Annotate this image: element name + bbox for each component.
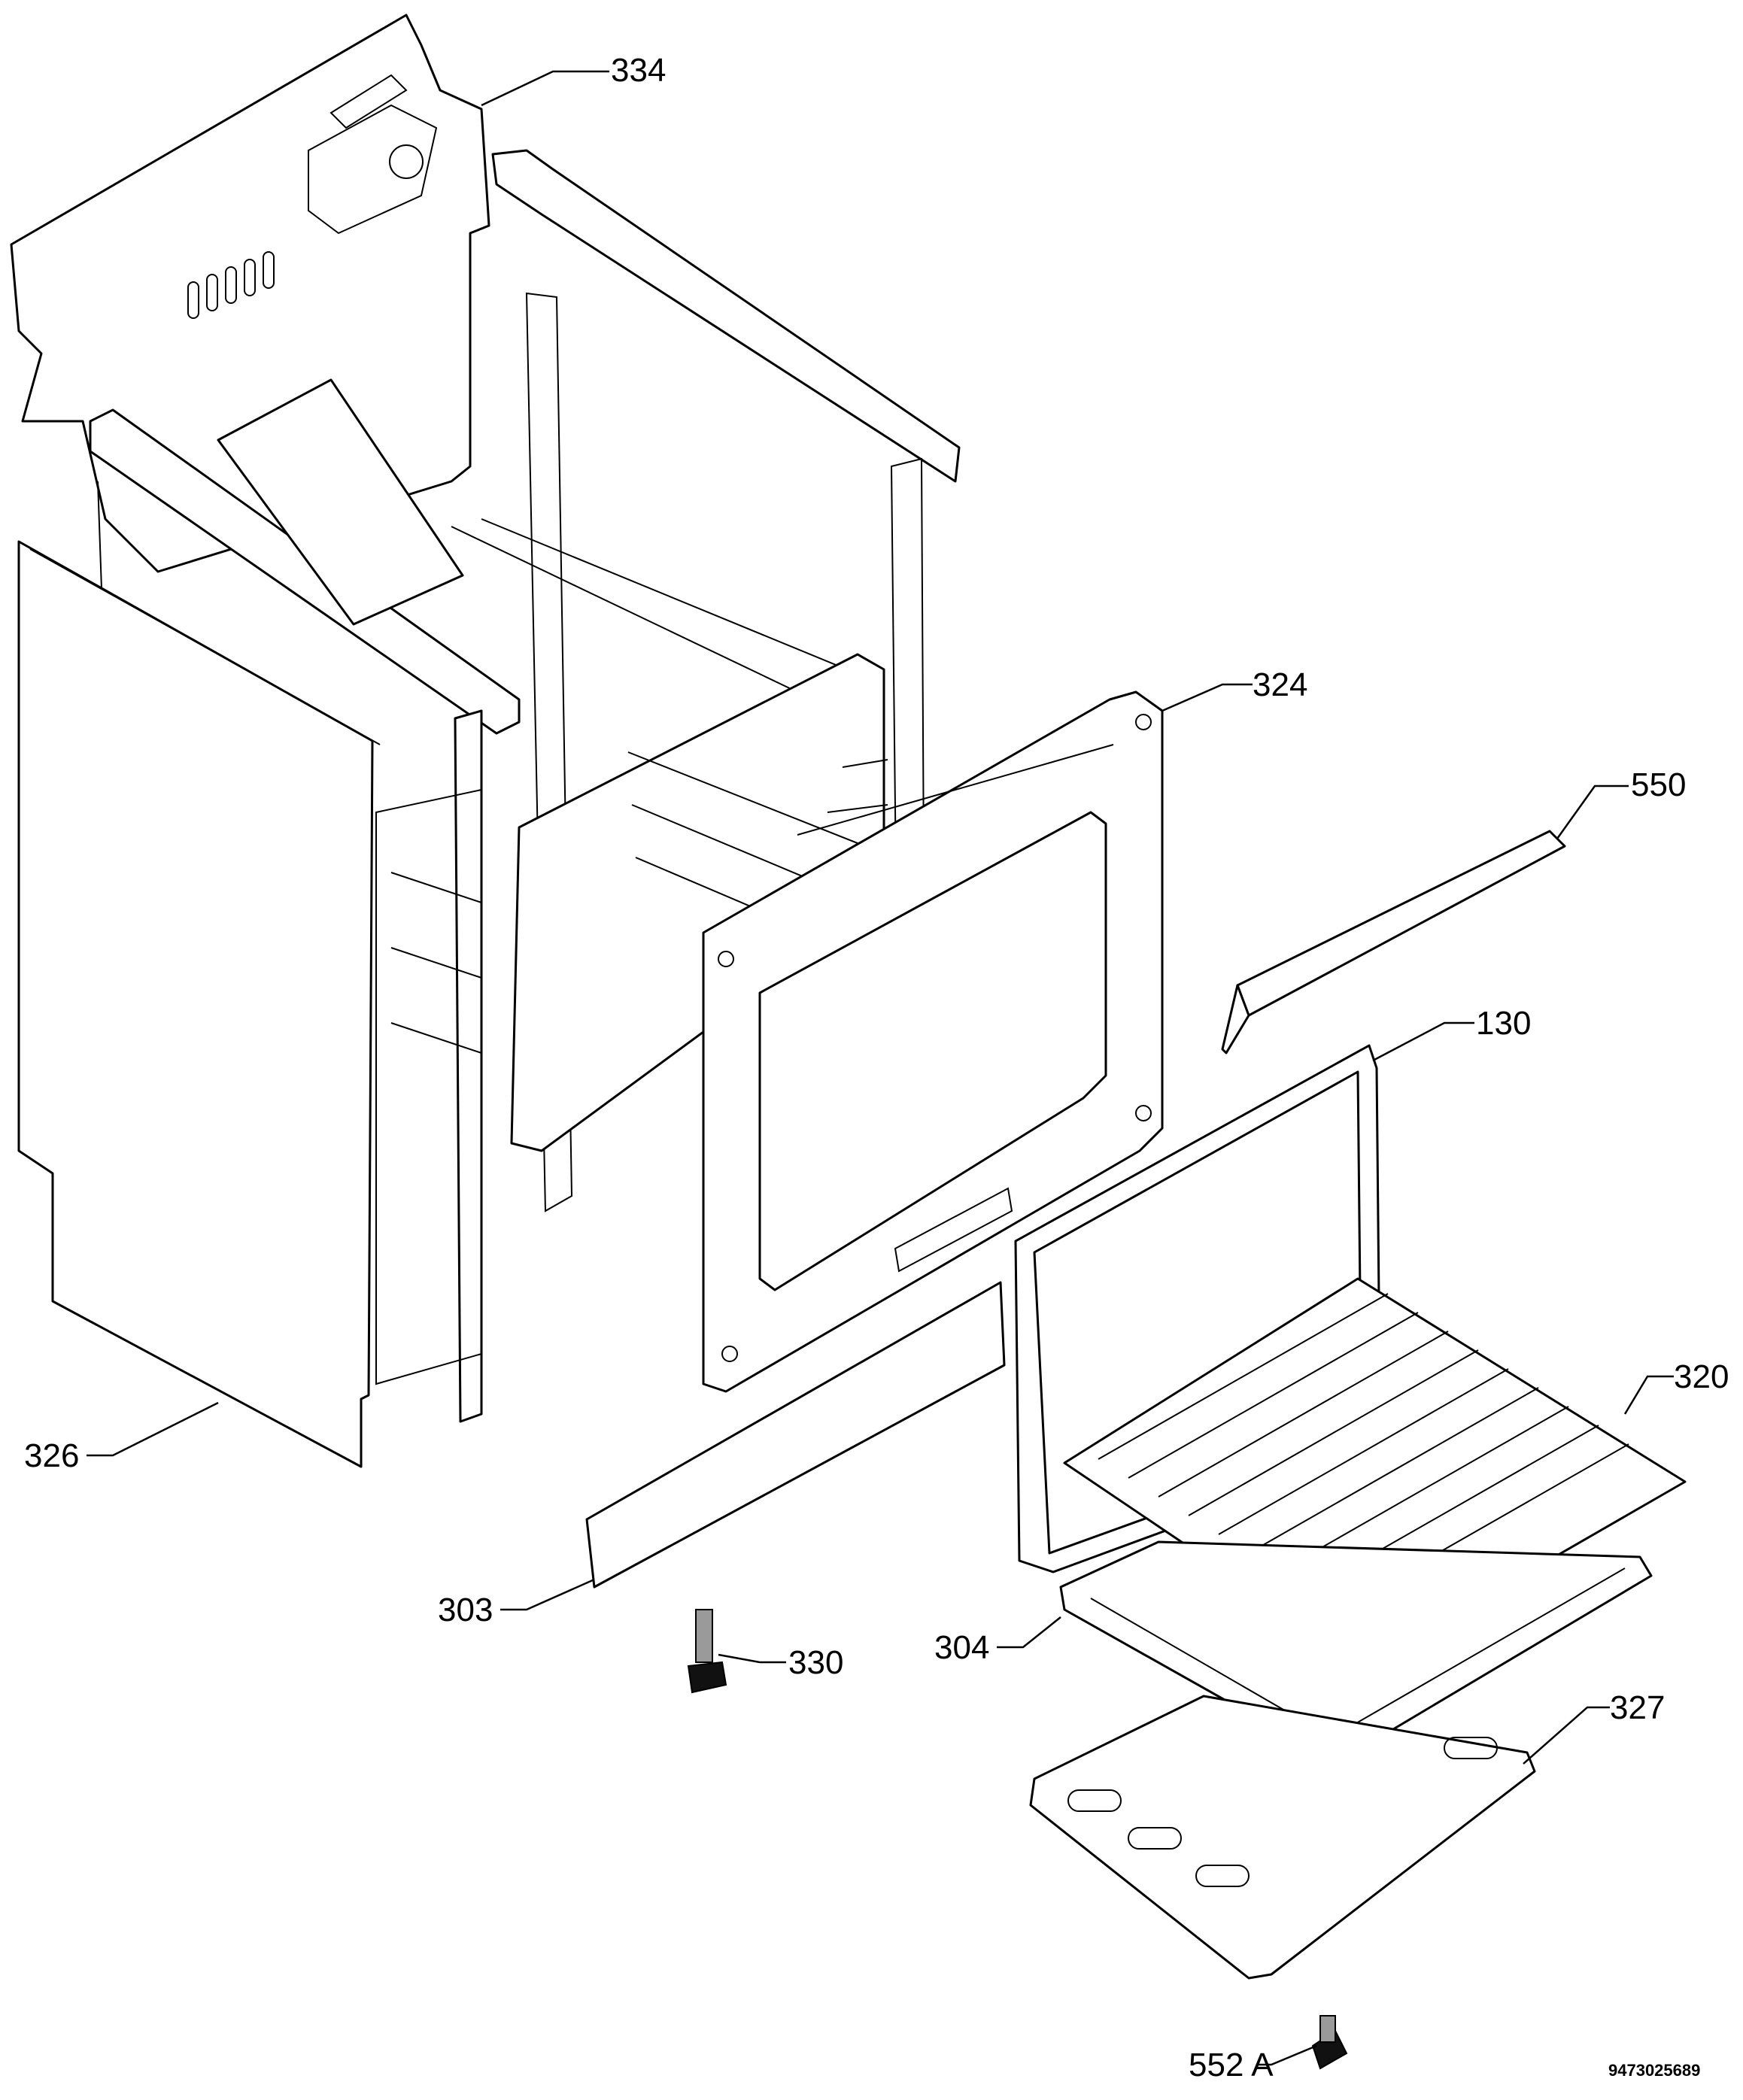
vent-slots xyxy=(187,251,275,319)
document-number: 9473025689 xyxy=(1608,2061,1700,2080)
callout-304: 304 xyxy=(934,1629,989,1666)
callout-326: 326 xyxy=(24,1437,79,1474)
callout-552a: 552 A xyxy=(1189,2047,1274,2083)
callout-303: 303 xyxy=(438,1592,493,1628)
callout-labels: 334 324 550 130 320 326 303 330 304 327 … xyxy=(24,52,1729,2083)
leader-lines xyxy=(87,70,1674,2066)
callout-334: 334 xyxy=(611,52,666,89)
callout-327: 327 xyxy=(1610,1689,1665,1726)
part-550-rail xyxy=(1221,830,1566,1055)
part-552a-clip xyxy=(1311,2015,1348,2070)
part-326-side-panel xyxy=(17,540,381,1468)
callout-324: 324 xyxy=(1253,666,1307,703)
callout-320: 320 xyxy=(1674,1358,1729,1395)
callout-550: 550 xyxy=(1631,766,1686,803)
oven-frame xyxy=(89,149,961,1423)
part-303-glass-strip xyxy=(585,1281,1006,1589)
part-324-front-frame xyxy=(702,690,1164,1393)
part-334-back-panel xyxy=(10,14,490,573)
part-327-base-plate xyxy=(1029,1695,1536,1980)
callout-130: 130 xyxy=(1476,1005,1531,1042)
callout-330: 330 xyxy=(788,1644,843,1681)
part-330-screw xyxy=(687,1609,727,1694)
